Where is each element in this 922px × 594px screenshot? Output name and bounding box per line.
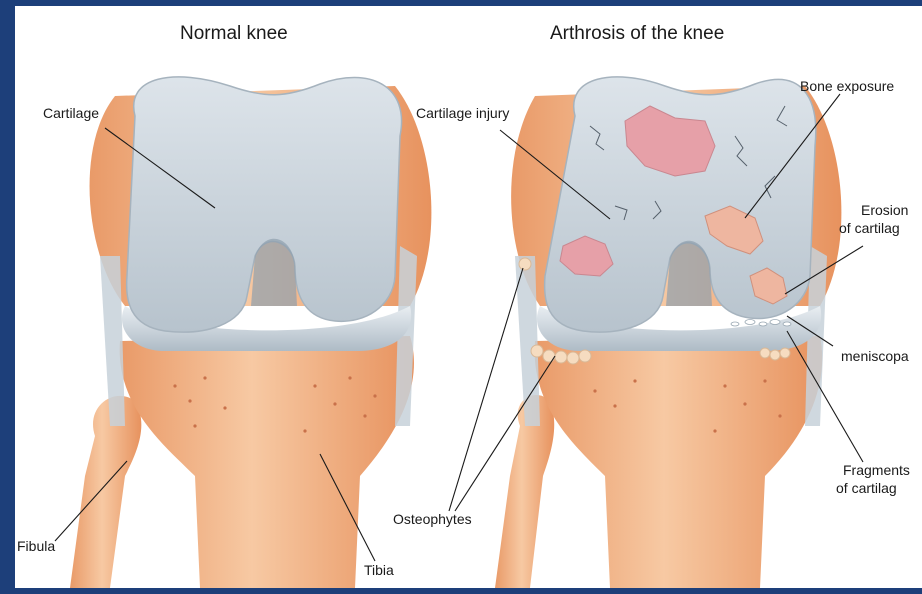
- arth-fibula: [495, 395, 554, 588]
- label-bone-exposure: Bone exposure: [800, 78, 894, 94]
- label-erosion-line1: Erosion: [861, 202, 908, 218]
- title-normal-knee: Normal knee: [180, 26, 288, 42]
- label-cartilage: Cartilage: [43, 105, 99, 121]
- label-meniscopathy: meniscopa: [841, 348, 909, 364]
- arthrosis-knee-drawing: [495, 77, 841, 588]
- label-fragments-line2: of cartilag: [836, 480, 897, 496]
- label-fragments-line1: Fragments: [843, 462, 910, 478]
- label-osteophytes: Osteophytes: [393, 511, 472, 527]
- label-fibula: Fibula: [17, 538, 55, 554]
- label-cartilage-injury: Cartilage injury: [416, 105, 509, 121]
- illustration-panel: Normal knee Arthrosis of the knee Cartil…: [15, 6, 922, 588]
- label-erosion-line2: of cartilag: [839, 220, 900, 236]
- arth-tibia: [535, 336, 823, 588]
- label-tibia: Tibia: [364, 562, 394, 578]
- title-arthrosis-knee: Arthrosis of the knee: [550, 26, 724, 42]
- knee-illustration: [15, 6, 922, 588]
- normal-knee-drawing: [70, 77, 431, 588]
- normal-fibula: [70, 396, 141, 588]
